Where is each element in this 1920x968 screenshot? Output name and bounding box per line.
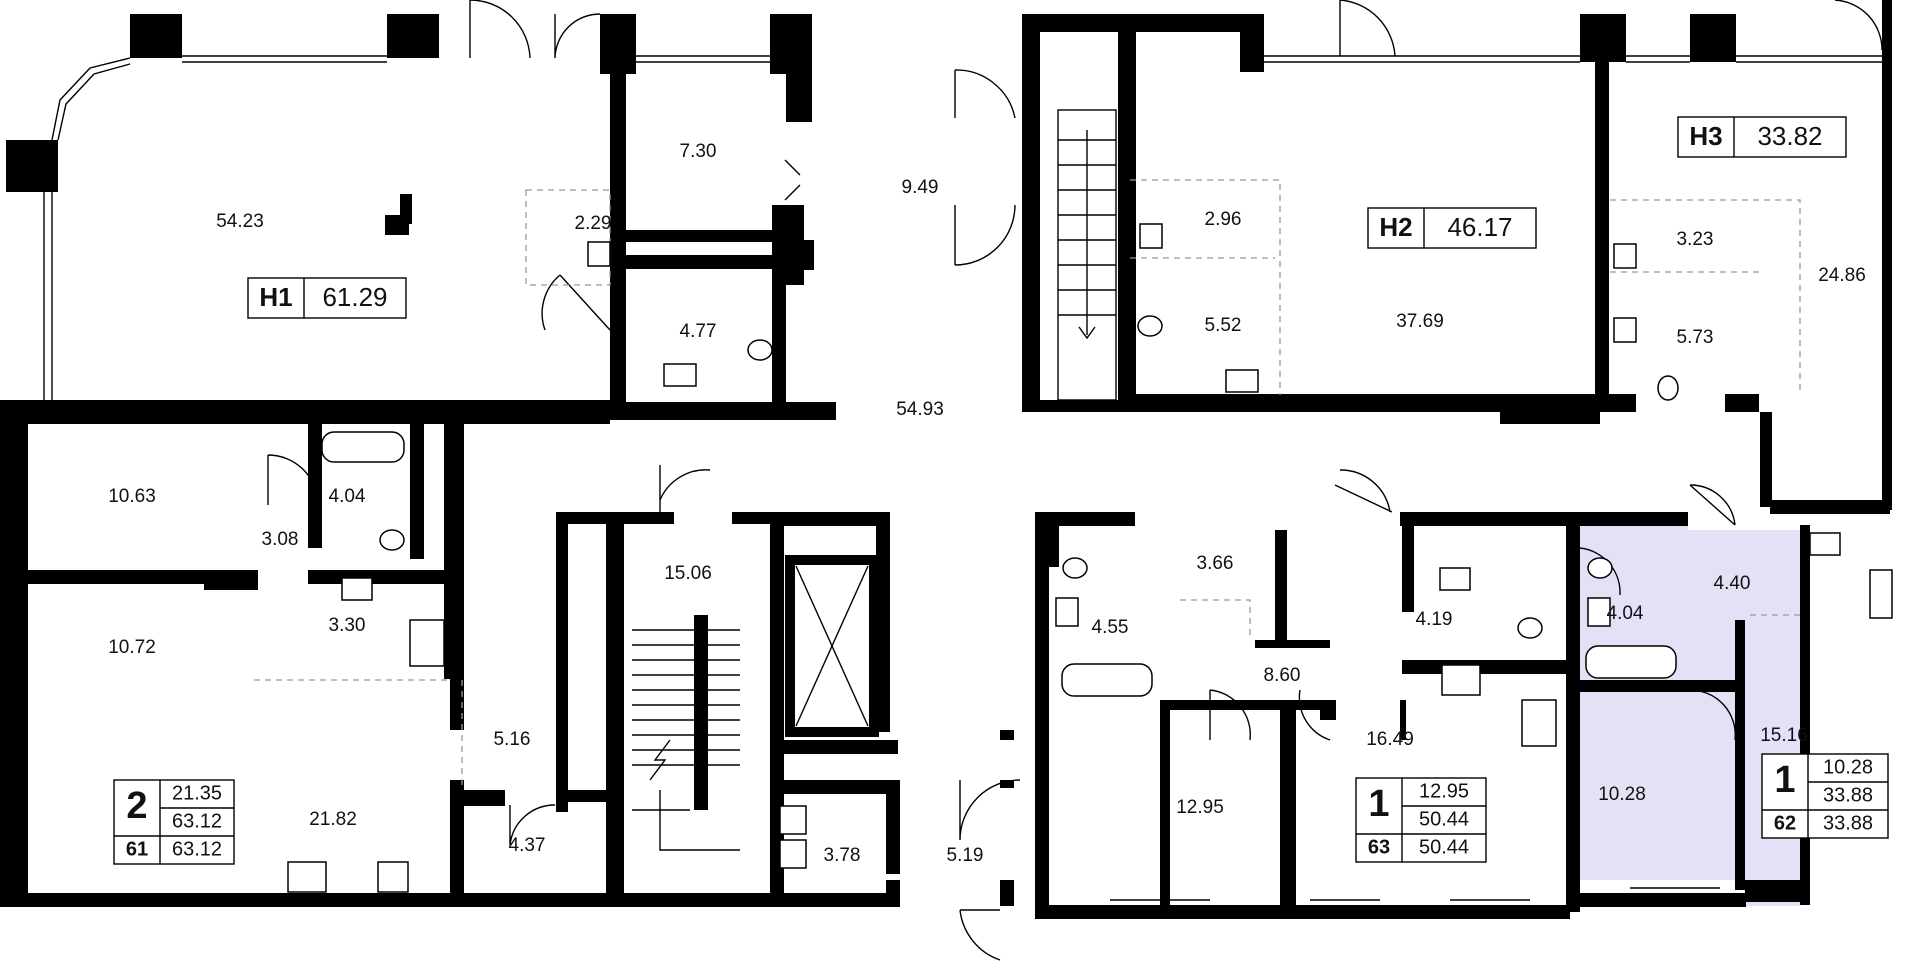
commercial-tag-n1: Н1 61.29 xyxy=(247,277,407,319)
commercial-tag-n2: Н2 46.17 xyxy=(1367,207,1537,249)
apartment-rooms: 2 xyxy=(126,785,147,827)
room-area: 4.19 xyxy=(1416,609,1453,630)
room-area: 2.29 xyxy=(575,213,612,234)
fixtures xyxy=(287,194,1893,893)
staircase-upper xyxy=(1057,109,1117,401)
apartment-total-area: 50.44 xyxy=(1419,808,1469,830)
apartment-badge-61: 2 21.35 63.12 61 63.12 xyxy=(113,779,235,865)
room-area: 3.23 xyxy=(1677,229,1714,250)
apartment-number: 62 xyxy=(1774,812,1796,834)
room-area: 54.23 xyxy=(216,211,264,232)
room-area: 15.06 xyxy=(664,563,712,584)
room-area: 8.60 xyxy=(1264,665,1301,686)
room-area: 24.86 xyxy=(1818,265,1866,286)
room-area: 37.69 xyxy=(1396,311,1444,332)
commercial-code: Н2 xyxy=(1379,212,1412,242)
room-area: 21.82 xyxy=(309,809,357,830)
commercial-area: 33.82 xyxy=(1757,121,1822,151)
room-area: 7.30 xyxy=(680,141,717,162)
room-area: 16.49 xyxy=(1366,729,1414,750)
room-area: 2.96 xyxy=(1205,209,1242,230)
walls xyxy=(0,0,1892,919)
apartment-living-area: 12.95 xyxy=(1419,780,1469,802)
room-area: 10.72 xyxy=(108,637,156,658)
room-area: 4.37 xyxy=(509,835,546,856)
apartment-badge-62: 1 10.28 33.88 62 33.88 xyxy=(1761,753,1889,839)
commercial-area: 61.29 xyxy=(322,282,387,312)
room-area: 9.49 xyxy=(902,177,939,198)
room-labels: 54.23 2.29 7.30 4.77 9.49 54.93 2.96 5.5… xyxy=(108,141,1866,866)
room-area: 3.30 xyxy=(329,615,366,636)
room-area: 10.63 xyxy=(108,486,156,507)
apartment-total-area: 50.44 xyxy=(1419,836,1469,858)
apartment-rooms: 1 xyxy=(1774,759,1795,801)
room-area: 4.04 xyxy=(1607,603,1644,624)
apartment-62-highlight xyxy=(1575,525,1800,906)
room-area: 12.95 xyxy=(1176,797,1224,818)
commercial-code: Н1 xyxy=(259,282,292,312)
staircase-lower xyxy=(632,615,740,851)
commercial-code: Н3 xyxy=(1689,121,1722,151)
apartment-total-area: 33.88 xyxy=(1823,812,1873,834)
room-area: 3.08 xyxy=(262,529,299,550)
apartment-number: 63 xyxy=(1368,836,1390,858)
room-area: 10.28 xyxy=(1598,784,1646,805)
apartment-total-area: 63.12 xyxy=(172,838,222,860)
apartment-number: 61 xyxy=(126,838,148,860)
elevator-icon xyxy=(795,565,869,727)
room-area: 54.93 xyxy=(896,399,944,420)
room-area: 15.16 xyxy=(1760,725,1808,746)
apartment-rooms: 1 xyxy=(1368,783,1389,825)
windows-and-doors xyxy=(17,0,1883,961)
room-area: 5.16 xyxy=(494,729,531,750)
commercial-area: 46.17 xyxy=(1447,212,1512,242)
room-area: 5.73 xyxy=(1677,327,1714,348)
commercial-tag-n3: Н3 33.82 xyxy=(1677,116,1847,158)
dashed-zones xyxy=(254,179,1801,790)
room-area: 3.78 xyxy=(824,845,861,866)
apartment-total-area: 33.88 xyxy=(1823,784,1873,806)
room-area: 4.77 xyxy=(680,321,717,342)
apartment-total-area: 63.12 xyxy=(172,810,222,832)
room-area: 5.52 xyxy=(1205,315,1242,336)
apartment-living-area: 10.28 xyxy=(1823,756,1873,778)
apartment-badge-63: 1 12.95 50.44 63 50.44 xyxy=(1355,777,1487,863)
apartment-living-area: 21.35 xyxy=(172,782,222,804)
room-area: 4.04 xyxy=(329,486,366,507)
room-area: 3.66 xyxy=(1197,553,1234,574)
room-area: 5.19 xyxy=(947,845,984,866)
room-area: 4.40 xyxy=(1714,573,1751,594)
room-area: 4.55 xyxy=(1092,617,1129,638)
